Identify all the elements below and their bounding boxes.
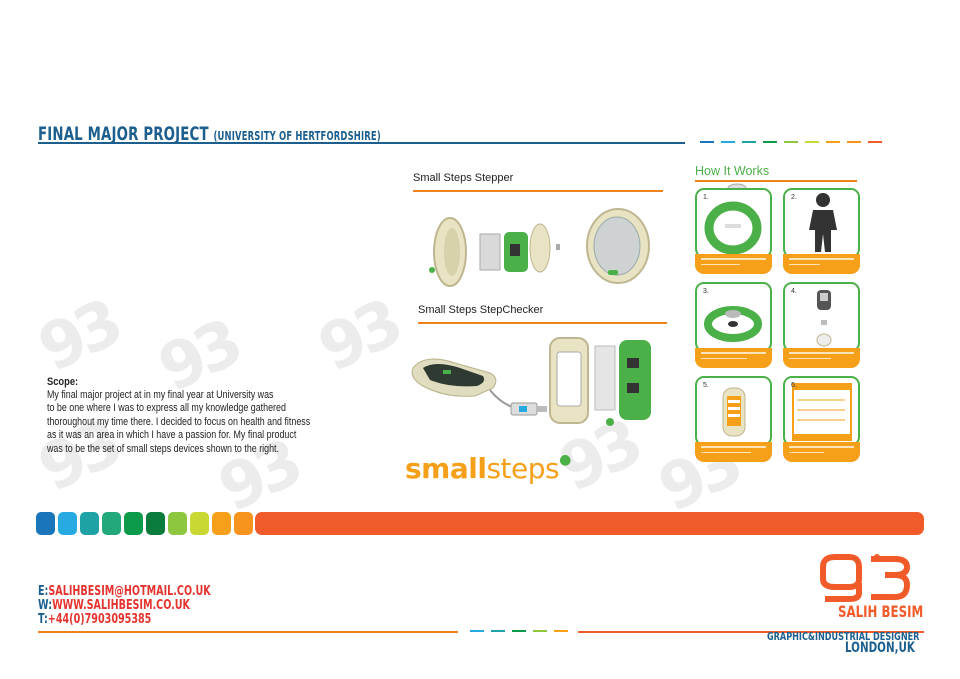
smallsteps-logo: smallsteps● xyxy=(405,452,571,485)
brand-role: GRAPHIC&INDUSTRIAL DESIGNER xyxy=(767,630,920,643)
contact-web: W:WWW.SALIHBESIM.CO.UK xyxy=(38,598,190,613)
section-stepper-title: Small Steps Stepper xyxy=(413,172,514,184)
footer-color-dashes xyxy=(470,630,568,632)
contact-tel: T:+44(0)7903095385 xyxy=(38,612,152,627)
scope-text: My final major project at in my final ye… xyxy=(47,389,311,455)
stepchecker-device-illustration xyxy=(722,387,746,437)
scope-heading: Scope: xyxy=(47,376,79,388)
person-silhouette-icon xyxy=(809,193,837,252)
footer-underline-right xyxy=(578,631,924,633)
stepper-exploded-render xyxy=(429,208,650,287)
title-underline xyxy=(38,142,685,144)
footer-underline-left xyxy=(38,631,458,633)
title-main: FINAL MAJOR PROJECT xyxy=(38,123,209,145)
website-link[interactable]: WWW.SALIHBESIM.CO.UK xyxy=(52,598,190,613)
section-stepchecker-underline xyxy=(418,322,667,324)
brand-location: LONDON,UK xyxy=(845,640,915,656)
email-link[interactable]: SALIHBESIM@HOTMAIL.CO.UK xyxy=(48,584,211,599)
how-it-works-title: How It Works xyxy=(695,164,770,178)
footprint-icon: ● xyxy=(559,452,571,468)
section-stepper-underline xyxy=(413,190,663,192)
stepchecker-exploded-render xyxy=(411,337,651,426)
band-illustration xyxy=(704,201,762,255)
how-it-works-step-5: 5. xyxy=(695,376,772,462)
how-it-works-step-3: 3. xyxy=(695,282,772,368)
title-color-dashes xyxy=(700,141,882,144)
orange-banner-bar xyxy=(255,512,924,535)
phone-number: +44(0)7903095385 xyxy=(47,612,152,627)
how-it-works-step-4: 4. xyxy=(783,282,860,368)
salih-besim-monogram-logo xyxy=(820,554,911,602)
band-clip-illustration xyxy=(704,306,762,342)
contact-email: E:SALIHBESIM@HOTMAIL.CO.UK xyxy=(38,584,211,599)
section-stepchecker-title: Small Steps StepChecker xyxy=(418,304,544,316)
how-it-works-step-6: 6. xyxy=(783,376,860,462)
how-it-works-step-1: 1. xyxy=(695,188,772,274)
how-it-works-step-2: 2. xyxy=(783,188,860,274)
page-title: FINAL MAJOR PROJECT (UNIVERSITY OF HERTF… xyxy=(38,123,381,145)
stats-screen-illustration xyxy=(792,383,852,441)
title-subtitle: (UNIVERSITY OF HERTFORDSHIRE) xyxy=(213,129,381,143)
device-stack-illustration xyxy=(816,290,832,347)
brand-name: SALIH BESIM xyxy=(838,602,924,621)
color-swatch-bar xyxy=(36,512,253,535)
how-it-works-underline xyxy=(695,180,857,182)
